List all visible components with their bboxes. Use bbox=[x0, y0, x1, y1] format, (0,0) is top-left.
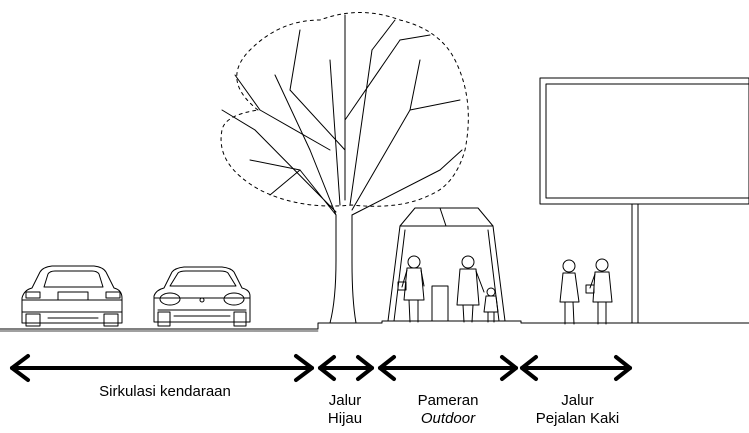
label-line: Pameran bbox=[417, 392, 479, 409]
arrow-pameran-outdoor bbox=[378, 355, 518, 381]
child-figure-icon bbox=[483, 287, 499, 323]
ground-line bbox=[0, 320, 749, 332]
label-line: Hijau bbox=[327, 410, 363, 427]
label-jalur-hijau: Jalur Hijau bbox=[310, 392, 380, 428]
label-jalur-pejalan-kaki: Jalur Pejalan Kaki bbox=[515, 392, 640, 428]
label-line: Sirkulasi kendaraan bbox=[99, 383, 231, 400]
label-line: Jalur bbox=[561, 392, 594, 409]
dimension-arrows bbox=[10, 354, 632, 382]
label-sirkulasi-kendaraan: Sirkulasi kendaraan bbox=[60, 383, 270, 401]
pedestrian-woman-bag-icon bbox=[585, 258, 613, 325]
tree-icon bbox=[220, 12, 469, 324]
pedestrian-woman-icon bbox=[559, 259, 580, 325]
label-line: Jalur bbox=[328, 392, 362, 409]
car-front-icon bbox=[153, 266, 251, 327]
label-line: Pejalan Kaki bbox=[535, 410, 620, 427]
label-line-italic: Outdoor bbox=[420, 410, 476, 427]
label-pameran-outdoor: Pameran Outdoor bbox=[398, 392, 498, 428]
woman-figure-icon bbox=[397, 255, 425, 323]
exhibition-tent-icon bbox=[387, 207, 506, 322]
car-rear-icon bbox=[21, 265, 123, 327]
arrow-jalur-hijau bbox=[318, 355, 374, 381]
arrow-sirkulasi-kendaraan bbox=[10, 354, 314, 382]
elderly-woman-figure-icon bbox=[456, 255, 485, 323]
billboard-icon bbox=[539, 77, 749, 324]
arrow-jalur-pejalan-kaki bbox=[520, 355, 632, 381]
